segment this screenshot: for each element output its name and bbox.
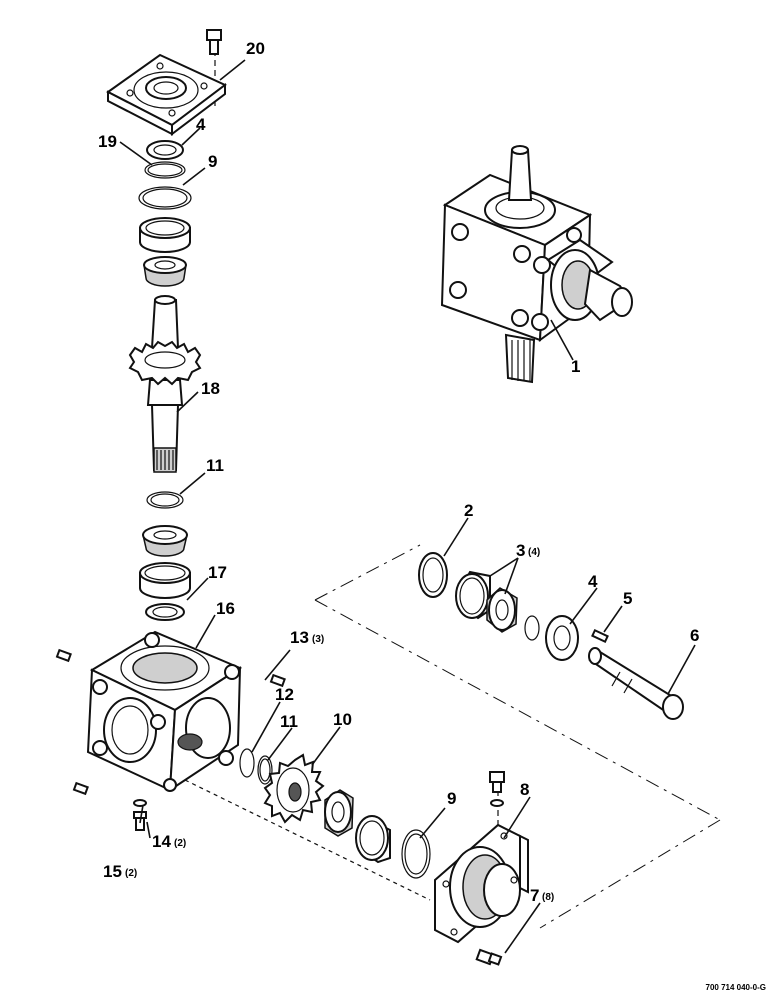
gearbox-housing	[86, 630, 243, 792]
callout-10: 10	[333, 710, 352, 729]
housing-dowel-pins	[55, 648, 286, 796]
callout-15: 15	[103, 862, 122, 881]
callout-9: 9	[208, 152, 217, 171]
top-bearing	[139, 217, 191, 287]
lower-bearing	[139, 525, 191, 599]
callout-4: 4	[588, 572, 598, 591]
callout-12: 12	[275, 685, 294, 704]
callout-13: 13	[290, 628, 309, 647]
callout-14: 14	[152, 832, 171, 851]
leader-lines	[119, 59, 696, 954]
callout-7: 7	[530, 886, 539, 905]
snap-ring-shaft	[146, 491, 184, 509]
side-cover	[434, 823, 529, 944]
drawing-number: 700 714 040-0-G	[706, 983, 767, 992]
top-cover-plate	[106, 53, 227, 137]
bevel-gear	[263, 753, 325, 824]
assembled-gearbox	[440, 145, 633, 384]
callout-4: 4	[196, 115, 206, 134]
callout-5: 5	[623, 589, 632, 608]
callout-8: 8	[520, 780, 529, 799]
top-bolt	[206, 29, 222, 55]
callout-19: 19	[98, 132, 117, 151]
callout-9: 9	[447, 789, 456, 808]
callout-2: 2	[464, 501, 473, 520]
input-shaft-parts	[418, 552, 684, 720]
housing-bolt-and-washer	[133, 799, 147, 831]
bevel-pinion-gear	[128, 340, 202, 386]
pinion-shaft	[146, 295, 184, 473]
callout-13-quantity: (3)	[312, 634, 324, 645]
callout-3-quantity: (4)	[528, 547, 540, 558]
callout-15-quantity: (2)	[125, 868, 137, 879]
side-cover-bolts	[475, 771, 505, 966]
top-seal-stack	[138, 140, 192, 210]
callout-6: 6	[690, 626, 699, 645]
callout-7-quantity: (8)	[542, 892, 554, 903]
callout-3: 3	[516, 541, 525, 560]
callout-16: 16	[216, 599, 235, 618]
output-snap-rings	[239, 748, 273, 785]
callout-11: 11	[206, 456, 224, 475]
callout-1: 1	[571, 357, 580, 376]
callout-18: 18	[201, 379, 220, 398]
callout-20: 20	[246, 39, 265, 58]
callout-17: 17	[208, 563, 227, 582]
output-bearing	[324, 789, 431, 879]
callout-11: 11	[280, 712, 298, 731]
callout-14-quantity: (2)	[174, 838, 186, 849]
lower-seal	[145, 603, 185, 621]
